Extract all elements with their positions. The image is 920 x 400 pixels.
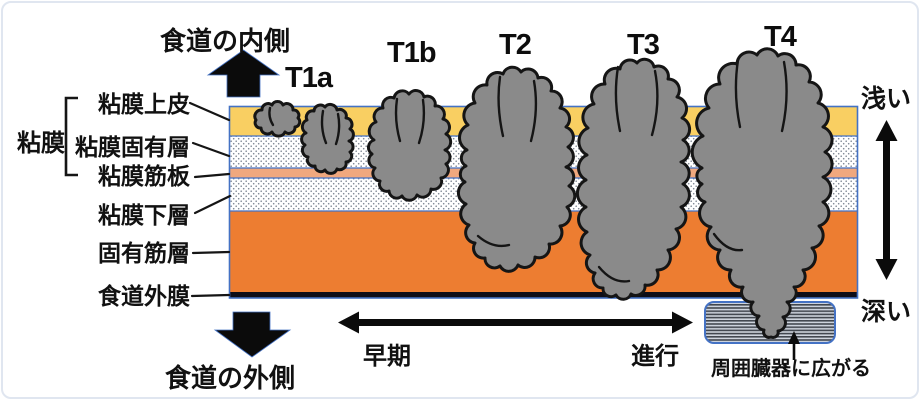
shallow-label: 浅い (861, 85, 912, 113)
stage-label-t1b: T1b (387, 37, 437, 69)
leader-line (191, 141, 231, 158)
outer-side-down-arrow-icon (213, 311, 292, 358)
layer-label-muscularis-mucosae: 粘膜筋板 (98, 163, 190, 189)
leader-line (188, 101, 231, 122)
layer-label-adventitia: 食道外膜 (98, 283, 190, 309)
stage-label-t2: T2 (499, 29, 532, 61)
leader-line (193, 194, 232, 215)
tumor-t1b (367, 89, 453, 202)
advanced-label: 進行 (631, 343, 679, 370)
early-advanced-arrow-icon (338, 311, 693, 334)
early-label: 早期 (363, 343, 411, 370)
stage-label-t1a: T1a (285, 62, 333, 94)
tumors (253, 47, 834, 339)
layer-label-epithelium: 粘膜上皮 (98, 91, 190, 117)
depth-double-arrow-icon (875, 120, 898, 280)
layer-label-lamina-propria: 粘膜固有層 (75, 134, 190, 160)
leader-line (193, 172, 231, 179)
adventitia-layer (230, 292, 857, 298)
organ-note-arrow-icon (788, 331, 800, 360)
tumor-t3 (575, 57, 692, 301)
mucosa-bracket (64, 96, 78, 177)
stage-label-t3: T3 (627, 29, 660, 61)
layer-label-muscularis-propria: 固有筋層 (98, 240, 190, 266)
mucosa-group-label: 粘膜 (17, 130, 65, 157)
inner-side-label: 食道の内側 (160, 26, 291, 56)
layer-label-submucosa: 粘膜下層 (98, 202, 190, 228)
tumor-t1a-large (300, 102, 355, 175)
tumor-inner-lines (268, 58, 788, 283)
leader-lines (188, 101, 232, 298)
inner-side-up-arrow-icon (206, 49, 281, 98)
deep-label: 深い (861, 298, 912, 326)
tumor-t4 (690, 47, 834, 339)
leader-line (191, 250, 231, 255)
tumor-t1a-small (253, 100, 302, 138)
leader-line (190, 293, 231, 298)
organ-note-label: 周囲臓器に広がる (711, 358, 871, 380)
stage-label-t4: T4 (764, 21, 797, 53)
outer-side-label: 食道の外側 (165, 363, 296, 393)
tumor-t2 (456, 65, 577, 273)
